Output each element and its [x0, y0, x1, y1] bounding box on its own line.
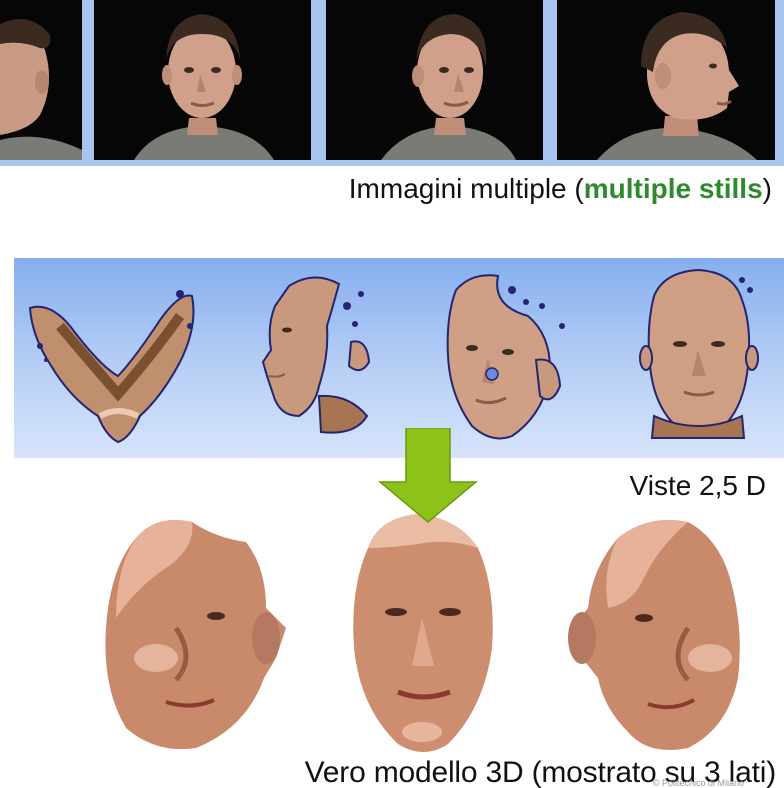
render-left-side	[96, 508, 306, 763]
still-frontal	[94, 0, 311, 160]
stills-strip	[0, 0, 784, 166]
view-bottom	[20, 266, 220, 451]
stills-caption: Immagini multiple (multiple stills)	[349, 173, 772, 205]
down-arrow-icon	[378, 428, 478, 524]
views-caption: Viste 2,5 D	[629, 470, 766, 501]
stills-caption-highlight: multiple stills	[583, 173, 763, 204]
stills-caption-prefix: Immagini multiple (	[348, 173, 584, 204]
model-caption: Vero modello 3D (mostrato su 3 lati)	[304, 756, 777, 788]
credit-watermark: © Politecnico di Milano	[652, 778, 744, 788]
views-band	[14, 258, 784, 458]
render-front	[338, 508, 508, 763]
still-profile-left	[0, 0, 82, 160]
still-profile-right	[557, 0, 775, 160]
render-right-side	[548, 508, 762, 763]
view-frontal	[624, 266, 774, 451]
view-profile	[259, 266, 389, 451]
still-three-quarter	[326, 0, 543, 160]
view-three-quarter	[432, 266, 592, 451]
stills-caption-suffix: )	[762, 173, 772, 204]
